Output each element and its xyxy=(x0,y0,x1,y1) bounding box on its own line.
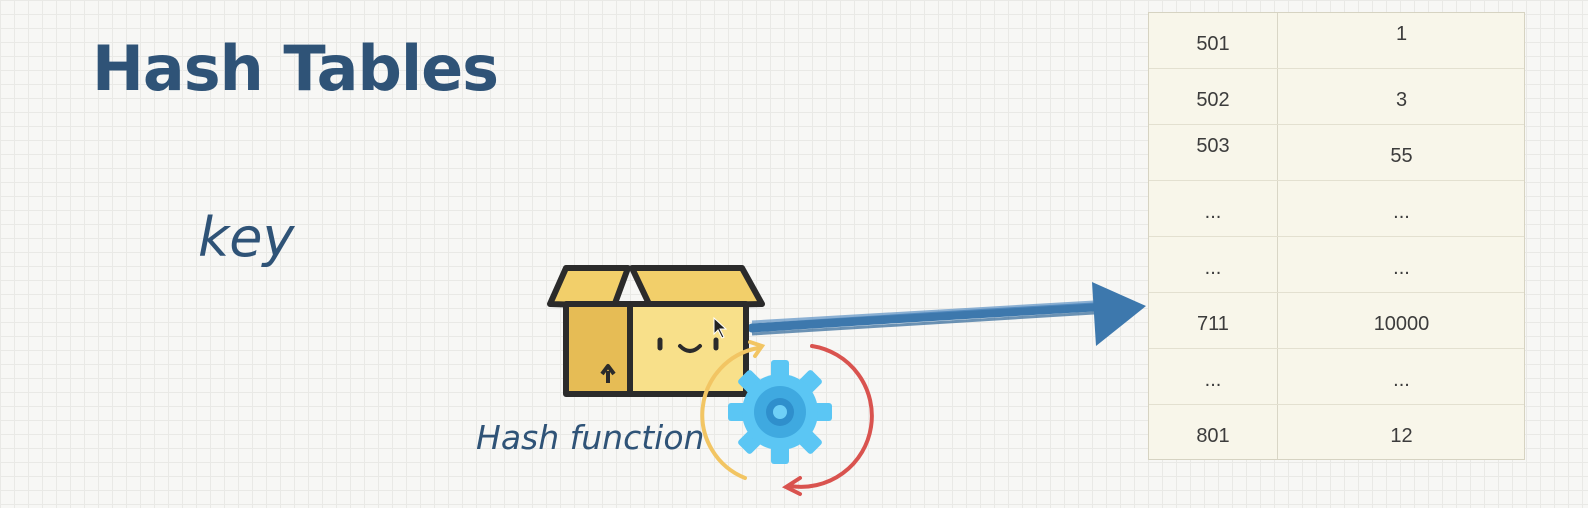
row-key: 503 xyxy=(1196,135,1230,157)
row-key: 501 xyxy=(1196,33,1230,55)
page-title: Hash Tables xyxy=(92,32,499,105)
hash-table: 501 1 502 3 503 55 ... ... ... ... 711 1… xyxy=(1148,12,1525,460)
key-label: key xyxy=(198,206,295,269)
arrow-icon xyxy=(747,282,1146,346)
row-value: 1 xyxy=(1395,23,1408,45)
row-key: ... xyxy=(1204,257,1222,279)
row-key: ... xyxy=(1204,369,1222,391)
row-key: ... xyxy=(1204,201,1222,223)
table-row: ... ... xyxy=(1149,237,1524,293)
table-row: 711 10000 xyxy=(1149,293,1524,349)
gear-icon xyxy=(728,360,832,464)
row-value: ... xyxy=(1393,369,1410,391)
row-key: 502 xyxy=(1196,89,1230,111)
table-row: ... ... xyxy=(1149,349,1524,405)
table-row: 501 1 xyxy=(1149,13,1524,69)
row-value: 3 xyxy=(1395,89,1408,111)
row-value: 55 xyxy=(1390,145,1413,167)
row-key: 711 xyxy=(1197,313,1229,335)
row-value: 10000 xyxy=(1373,313,1430,335)
table-row: 503 55 xyxy=(1149,125,1524,181)
row-value: ... xyxy=(1393,257,1410,279)
row-value: ... xyxy=(1393,201,1410,223)
cycle-arrows-icon xyxy=(700,340,874,496)
row-key: 801 xyxy=(1196,425,1230,447)
table-row: 502 3 xyxy=(1149,69,1524,125)
hash-function-label: Hash function xyxy=(476,418,705,457)
row-value: 12 xyxy=(1390,425,1413,447)
box-character-icon xyxy=(547,265,765,397)
table-row: ... ... xyxy=(1149,181,1524,237)
table-row: 801 12 xyxy=(1149,405,1524,461)
